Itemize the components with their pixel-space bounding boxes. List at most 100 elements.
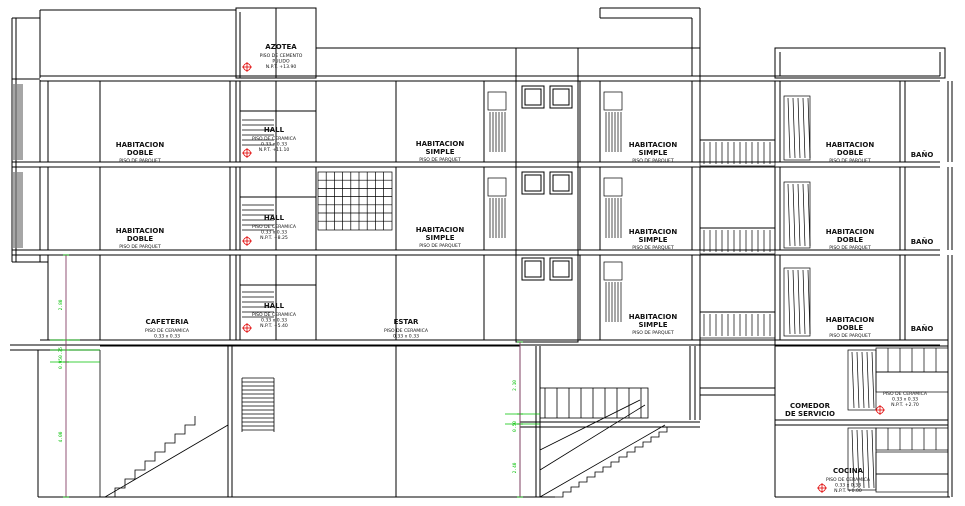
room-floor-spec: 0.33 x 0.33 — [261, 142, 287, 148]
room-name: CAFETERIA — [145, 318, 189, 326]
elevator-door — [549, 257, 573, 281]
timber-grain — [856, 429, 860, 489]
elevator-door — [521, 85, 545, 109]
room-floor-spec: N.P.T. +5.40 — [260, 323, 288, 329]
room-name: COMEDOR — [790, 402, 831, 410]
room-floor-spec: PISO DE CEMENTO — [260, 53, 303, 59]
room-floor-spec: PISO DE PARQUET — [419, 157, 461, 163]
bridge-railing — [699, 311, 776, 339]
handrail — [539, 404, 646, 471]
room-name: BAÑO — [911, 237, 934, 246]
room-floor-spec: 0.33 x 0.33 — [261, 318, 287, 324]
dimension-lines — [50, 254, 540, 498]
room-name: HABITACION — [629, 228, 678, 236]
dimension-value: 2.40 — [512, 462, 518, 473]
room-floor-spec: PISO DE CERAMICA — [883, 391, 928, 397]
room-name: HALL — [264, 214, 285, 222]
elevator-door-inner — [524, 174, 542, 192]
room-floor-spec: PISO DE PARQUET — [829, 158, 871, 164]
building-structure — [10, 7, 953, 498]
timber-grain — [871, 429, 875, 489]
room-name: HABITACION — [826, 141, 875, 149]
level-markers — [242, 62, 885, 493]
room-floor-spec: PULIDO — [272, 59, 290, 65]
room-name-line2: DOBLE — [837, 236, 864, 244]
room-floor-spec: PISO DE CERAMICA — [145, 328, 190, 334]
room-name-line2: DOBLE — [837, 149, 864, 157]
window — [603, 177, 623, 197]
room-name: BAÑO — [911, 150, 934, 159]
dimension-value: 2.10 — [512, 380, 518, 391]
timber-grain — [802, 269, 806, 335]
room-floor-spec: PISO DE PARQUET — [632, 330, 674, 336]
timber-grain — [787, 183, 791, 247]
timber-grain — [807, 269, 811, 335]
timber-grain — [792, 97, 796, 159]
timber-grain — [866, 351, 870, 409]
room-name: HABITACION — [116, 227, 165, 235]
stair-stringer — [104, 424, 229, 498]
room-name: HALL — [264, 302, 285, 310]
timber-grain — [851, 351, 855, 409]
timber-grain — [802, 183, 806, 247]
timber-grain — [807, 183, 811, 247]
room-name: HABITACION — [826, 228, 875, 236]
timber-grain — [861, 351, 865, 409]
roof-parapet-right — [774, 47, 946, 79]
window-grid — [317, 171, 393, 231]
timber-grain — [792, 269, 796, 335]
timber-grain — [792, 183, 796, 247]
timber-grain — [851, 429, 855, 489]
window — [487, 177, 507, 197]
room-floor-spec: PISO DE PARQUET — [119, 158, 161, 164]
room-floor-spec: PISO DE CERAMICA — [826, 477, 871, 483]
room-name-line2: DE SERVICIO — [785, 410, 835, 418]
room-floor-spec: N.P.T. +13.90 — [266, 64, 297, 70]
timber-column — [783, 267, 811, 337]
room-floor-spec: N.P.T. +11.10 — [259, 147, 290, 153]
elevator-door — [549, 171, 573, 195]
room-name: HABITACION — [629, 141, 678, 149]
timber-column — [783, 95, 811, 161]
dimension-value: 2.80 — [58, 299, 64, 310]
window — [603, 91, 623, 111]
kitchen-counter — [875, 473, 949, 493]
room-name-line2: DOBLE — [127, 235, 154, 243]
room-name: HALL — [264, 126, 285, 134]
room-name-line2: SIMPLE — [426, 148, 455, 156]
ground-stair-right — [555, 427, 668, 498]
room-floor-spec: PISO DE CERAMICA — [252, 224, 297, 230]
room-name: HABITACION — [416, 226, 465, 234]
timber-grain — [797, 97, 801, 159]
room-floor-spec: PISO DE PARQUET — [829, 333, 871, 339]
elevator-door — [549, 85, 573, 109]
elevator-door-inner — [524, 260, 542, 278]
architectural-details — [13, 84, 949, 493]
room-name: AZOTEA — [265, 43, 297, 51]
dimension-value: 0.35 — [58, 347, 64, 358]
bridge-railing — [699, 139, 776, 167]
room-floor-spec: PISO DE PARQUET — [119, 244, 161, 250]
stairs — [99, 119, 668, 498]
timber-grain — [787, 269, 791, 335]
landing-rail — [539, 387, 649, 419]
room-name-line2: SIMPLE — [639, 321, 668, 329]
room-floor-spec: PISO DE CERAMICA — [252, 312, 297, 318]
room-name-line2: SIMPLE — [639, 149, 668, 157]
room-floor-spec: PISO DE PARQUET — [419, 243, 461, 249]
dimension-value: 4.00 — [58, 431, 64, 442]
elevator-door — [521, 171, 545, 195]
timber-grain — [787, 97, 791, 159]
room-name: HABITACION — [826, 316, 875, 324]
room-name: HABITACION — [416, 140, 465, 148]
room-floor-spec: 0.33 x 0.33 — [154, 334, 180, 340]
room-floor-spec: PISO DE CERAMICA — [384, 328, 429, 334]
timber-grain — [856, 351, 860, 409]
room-floor-spec: PISO DE PARQUET — [632, 158, 674, 164]
elevator-door — [521, 257, 545, 281]
room-floor-spec: 0.33 x 0.33 — [261, 230, 287, 236]
room-name-line2: DOBLE — [837, 324, 864, 332]
handrail — [539, 399, 641, 451]
